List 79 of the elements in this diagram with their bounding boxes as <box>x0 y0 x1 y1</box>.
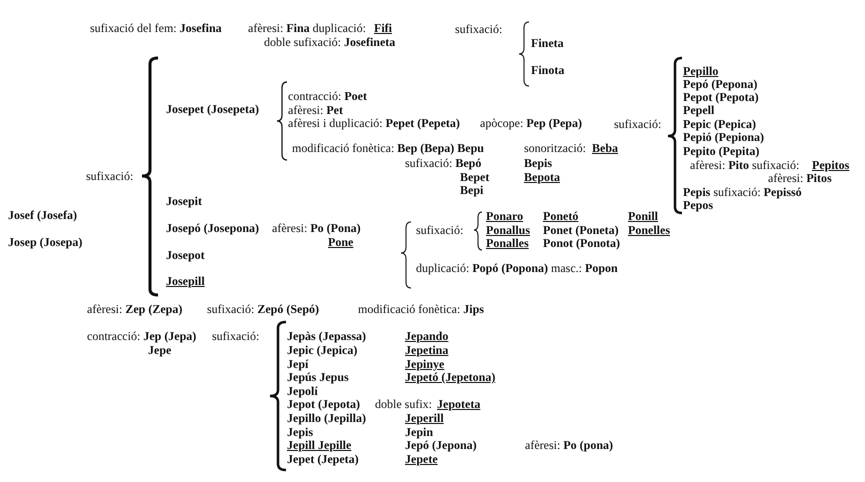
underlined-name-variant: Ponetó <box>543 209 578 223</box>
name-variant: Jepic (Jepica) <box>287 343 358 357</box>
derivation-label: afèresi: Pitos <box>768 171 832 185</box>
underlined-name-variant: Jeperill <box>405 411 444 425</box>
derivation-label: doble sufix: <box>375 397 432 411</box>
name-variant: Jepolí <box>287 384 318 398</box>
derivation-label: afèresi: Fina duplicació: <box>248 21 366 35</box>
derivation-label: contracció: Jep (Jepa) <box>87 329 196 343</box>
underlined-name-variant: Ponill <box>628 209 658 223</box>
underlined-name-variant: Bepota <box>524 170 560 184</box>
derivation-label: afèresi: Pito sufixació: <box>690 158 800 172</box>
derivation-label: sufixació: <box>614 117 662 131</box>
derivation-label: apòcope: Pep (Pepa) <box>480 116 582 130</box>
name-variant: Josef (Josefa) <box>8 208 77 222</box>
name-variant: Josepó (Josepona) <box>166 221 260 235</box>
derivation-label: sonorització: <box>524 141 586 155</box>
underlined-name-variant: Jepoteta <box>437 397 480 411</box>
derivation-label: contracció: Poet <box>288 89 367 103</box>
underlined-name-variant: Pepitos <box>812 158 850 172</box>
name-variant: Josep (Josepa) <box>8 235 82 249</box>
name-variant: Bepis <box>524 156 552 170</box>
name-variant: Pepell <box>683 103 714 117</box>
name-variant: Fineta <box>531 36 564 50</box>
name-variant: Pepito (Pepita) <box>683 144 760 158</box>
derivation-label: duplicació: Popó (Popona) masc.: Popon <box>416 261 618 275</box>
derivation-label: sufixació: <box>416 223 464 237</box>
name-variant: Jepet (Jepeta) <box>287 452 359 466</box>
name-variant: Josepot <box>166 248 205 262</box>
name-variant: Bepi <box>460 183 484 197</box>
name-variant: Jepot (Jepota) <box>287 397 360 411</box>
derivation-label: sufixació del fem: Josefina <box>90 21 222 35</box>
name-variant: Bepet <box>460 170 490 184</box>
underlined-name-variant: Jepando <box>405 329 448 343</box>
name-variant: Pepió (Pepiona) <box>683 130 764 144</box>
underlined-name-variant: Jepetó (Jepetona) <box>405 370 496 384</box>
underlined-name-variant: Ponelles <box>628 223 670 237</box>
derivation-label: sufixació: <box>212 329 260 343</box>
derivation-label: Pepis sufixació: Pepissó <box>683 185 802 199</box>
name-variant: Josepet (Josepeta) <box>166 102 259 116</box>
name-variant: Jepàs (Jepassa) <box>287 329 366 343</box>
derivation-label: afèresi: Zep (Zepa) <box>87 302 182 316</box>
underlined-name-variant: Pone <box>328 235 354 249</box>
derivation-label: doble sufixació: Josefineta <box>264 35 396 49</box>
underlined-name-variant: Pepillo <box>683 64 718 78</box>
name-variant: Ponet (Poneta) <box>543 223 619 237</box>
name-variant: Jepí <box>287 357 308 371</box>
name-variant: Jepin <box>405 425 434 439</box>
name-variant: Jepis <box>287 425 314 439</box>
derivation-label: afèresi i duplicació: Pepet (Pepeta) <box>288 116 460 130</box>
underlined-name-variant: Fifi <box>374 21 392 35</box>
name-variant: Pepos <box>683 198 713 212</box>
underlined-name-variant: Ponallus <box>486 223 530 237</box>
name-variant: Jepe <box>148 343 172 357</box>
derivation-label: modificació fonètica: Jips <box>358 302 484 316</box>
derivation-label: sufixació: <box>86 169 134 183</box>
name-variant: Jepó (Jepona) <box>405 438 477 452</box>
underlined-name-variant: Jepetina <box>405 343 448 357</box>
name-variant: Pepic (Pepica) <box>683 117 756 131</box>
derivation-label: afèresi: Pet <box>288 103 343 117</box>
derivation-label: afèresi: Po (pona) <box>525 438 613 452</box>
name-variant: Ponot (Ponota) <box>543 236 620 250</box>
name-variant: Josepit <box>166 194 202 208</box>
underlined-name-variant: Jepill Jepille <box>287 438 352 452</box>
derivation-label: sufixació: Zepó (Sepó) <box>207 302 319 316</box>
derivation-label: modificació fonètica: Bep (Bepa) Bepu <box>292 141 484 155</box>
underlined-name-variant: Jepinye <box>405 357 444 371</box>
underlined-name-variant: Ponalles <box>486 236 529 250</box>
underlined-name-variant: Beba <box>592 141 618 155</box>
name-variant: Pepó (Pepona) <box>683 77 758 91</box>
name-variant: Pepot (Pepota) <box>683 90 759 104</box>
name-variant: Finota <box>531 63 564 77</box>
underlined-name-variant: Jepete <box>405 452 438 466</box>
derivation-label: sufixació: <box>455 22 502 36</box>
underlined-name-variant: Josepill <box>166 274 205 288</box>
name-variant: Jepillo (Jepilla) <box>287 411 366 425</box>
derivation-label: afèresi: Po (Pona) <box>272 221 361 235</box>
underlined-name-variant: Ponaro <box>486 209 524 223</box>
name-variant: Jepús Jepus <box>287 370 349 384</box>
derivation-label: sufixació: Bepó <box>405 156 482 170</box>
